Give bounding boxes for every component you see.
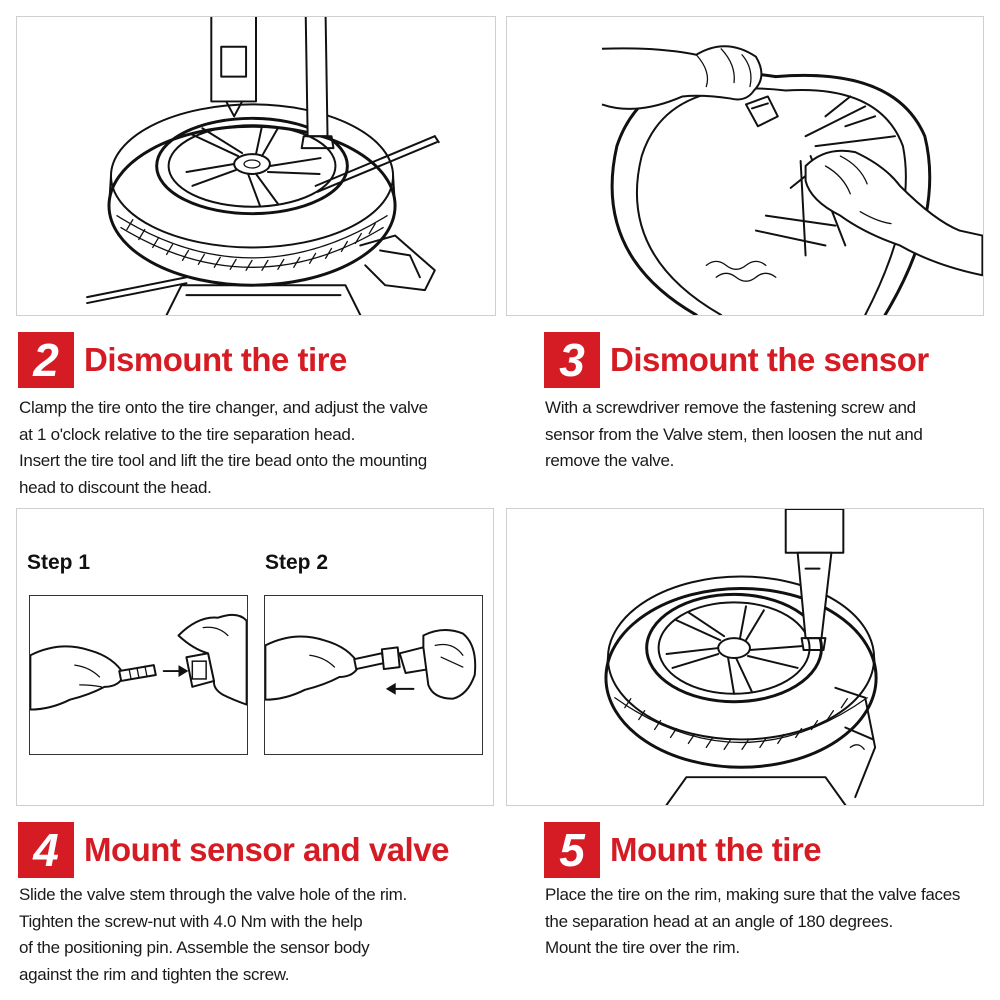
description-line: head to discount the head. bbox=[19, 477, 212, 497]
mount-sensor-valve-illustration: Step 1 Step 2 bbox=[16, 508, 494, 806]
step-4-description: Slide the valve stem through the valve h… bbox=[19, 882, 407, 988]
description-line: sensor from the Valve stem, then loosen … bbox=[545, 424, 923, 444]
step-number-badge: 3 bbox=[544, 332, 600, 388]
step-number: 3 bbox=[559, 334, 585, 386]
description-line: against the rim and tighten the screw. bbox=[19, 964, 290, 984]
step-2-image bbox=[265, 629, 477, 701]
step-2-heading: 2 Dismount the tire bbox=[18, 332, 347, 388]
dismount-tire-illustration bbox=[16, 16, 496, 316]
step-1-frame bbox=[29, 595, 248, 755]
tire-changer-dismount-image bbox=[86, 17, 440, 315]
step-title: Dismount the sensor bbox=[610, 341, 929, 378]
step-number-badge: 2 bbox=[18, 332, 74, 388]
description-line: Insert the tire tool and lift the tire b… bbox=[19, 451, 427, 470]
step-3-description: With a screwdriver remove the fastening … bbox=[545, 395, 923, 475]
step-2-description: Clamp the tire onto the tire changer, an… bbox=[19, 395, 428, 501]
description-line: of the positioning pin. Assemble the sen… bbox=[19, 938, 370, 957]
step-5-description: Place the tire on the rim, making sure t… bbox=[545, 882, 960, 962]
step-title: Mount sensor and valve bbox=[84, 831, 449, 868]
step-number-badge: 5 bbox=[544, 822, 600, 878]
description-line: at 1 o'clock relative to the tire separa… bbox=[19, 424, 356, 444]
step-number: 5 bbox=[559, 824, 585, 876]
dismount-sensor-illustration bbox=[506, 16, 984, 316]
tire-mounting-image bbox=[604, 509, 878, 805]
step-5-heading: 5 Mount the tire bbox=[544, 822, 822, 878]
step-3-heading: 3 Dismount the sensor bbox=[544, 332, 929, 388]
step-title: Dismount the tire bbox=[84, 341, 347, 378]
hands-removing-sensor-image bbox=[601, 45, 983, 315]
mount-tire-illustration bbox=[506, 508, 984, 806]
description-line: With a screwdriver remove the fastening … bbox=[545, 398, 916, 417]
step-title: Mount the tire bbox=[610, 831, 822, 868]
step-2-frame bbox=[264, 595, 483, 755]
step-number-badge: 4 bbox=[18, 822, 74, 878]
step-number: 4 bbox=[33, 824, 59, 876]
step-4-heading: 4 Mount sensor and valve bbox=[18, 822, 449, 878]
description-line: Slide the valve stem through the valve h… bbox=[19, 885, 407, 904]
step-1-image bbox=[30, 613, 247, 711]
step-2-label: Step 2 bbox=[265, 551, 329, 574]
description-line: Place the tire on the rim, making sure t… bbox=[545, 885, 961, 904]
step-1-label: Step 1 bbox=[27, 551, 91, 574]
description-line: Mount the tire over the rim. bbox=[545, 938, 740, 957]
description-line: remove the valve. bbox=[545, 451, 675, 470]
step-number: 2 bbox=[33, 334, 59, 386]
description-line: Tighten the screw-nut with 4.0 Nm with t… bbox=[19, 911, 363, 931]
description-line: Clamp the tire onto the tire changer, an… bbox=[19, 398, 428, 417]
description-line: the separation head at an angle of 180 d… bbox=[545, 911, 893, 931]
